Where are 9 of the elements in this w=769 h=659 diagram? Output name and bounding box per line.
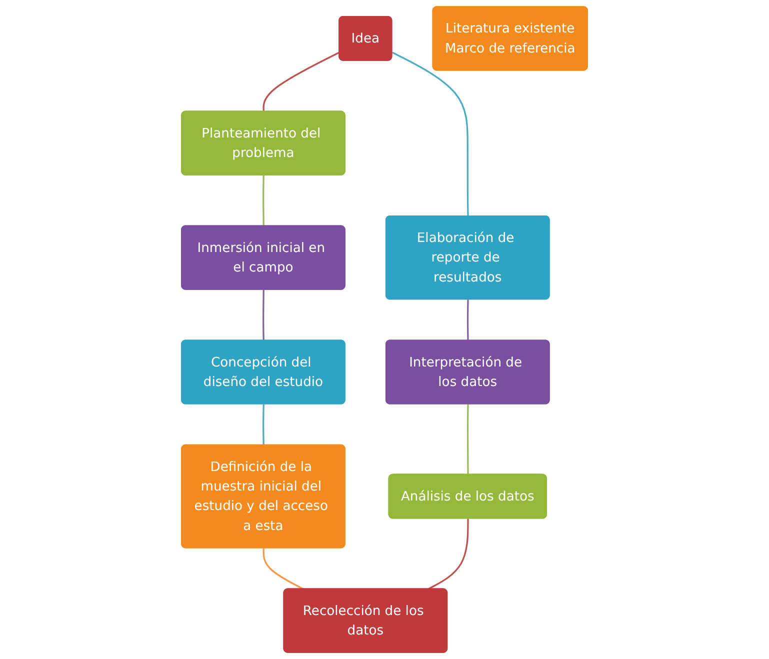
connector: [262, 52, 340, 112]
connector: [262, 290, 264, 341]
connector: [466, 404, 469, 475]
connector: [262, 175, 264, 226]
connector: [466, 300, 469, 341]
connector: [392, 52, 469, 216]
connector: [262, 404, 264, 446]
connector: [428, 518, 469, 590]
connector: [262, 548, 304, 590]
